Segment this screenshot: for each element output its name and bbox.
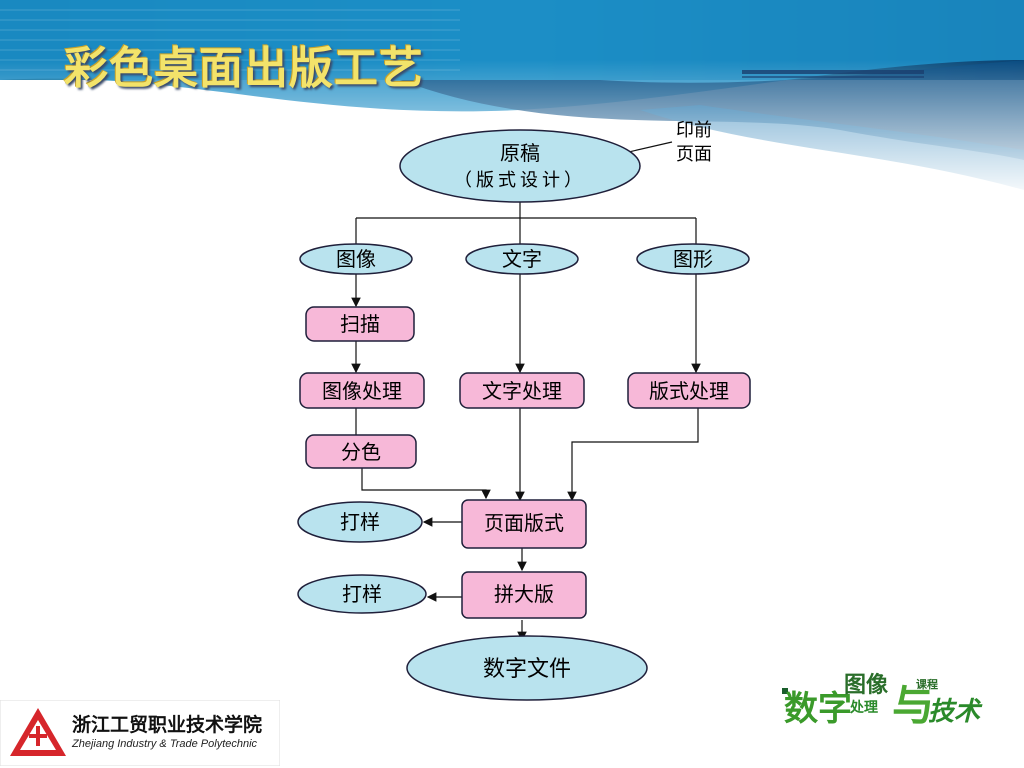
header-banner [0,0,1024,200]
node-layout-proc-label: 版式处理 [649,379,729,403]
node-graphic-label: 图形 [673,247,713,271]
school-emblem-icon [10,708,66,756]
node-layout-proc: 版式处理 [627,372,751,409]
node-text: 文字 [465,243,579,275]
arrow-layoutproc-page [567,408,699,502]
school-logo-block [0,700,280,766]
node-image-label: 图像 [336,247,376,271]
node-proof-1-label: 打样 [340,510,380,534]
node-scan-label: 扫描 [340,312,380,336]
annotation-line1: 印前 [676,120,712,141]
node-color-sep-label: 分色 [341,440,381,464]
course-brand-logo: 数字 图像 处理 与 课程 技术 [782,672,983,728]
node-digital-file-label: 数字文件 [483,657,571,682]
brand-word-e: 技术 [928,697,983,727]
node-text-proc-label: 文字处理 [482,379,562,403]
node-image-proc: 图像处理 [299,372,425,409]
node-proof-2: 打样 [297,574,427,614]
node-page-layout: 页面版式 [461,499,587,549]
node-digital-file: 数字文件 [406,635,648,701]
brand-word-f: 课程 [916,677,938,691]
node-imposition-label: 拼大版 [494,582,554,606]
brand-word-d: 与 [892,681,934,728]
annotation-line2: 页面 [676,144,712,165]
connectors [351,141,701,642]
node-image: 图像 [299,243,413,275]
brand-word-b: 图像 [844,672,889,698]
node-scan: 扫描 [305,306,415,342]
node-imposition: 拼大版 [461,571,587,619]
school-name-en: Zhejiang Industry & Trade Polytechnic [72,738,258,750]
brand-word-c: 处理 [849,699,878,716]
node-color-sep: 分色 [305,434,417,469]
brand-word-a: 数字 [784,689,852,728]
node-text-proc: 文字处理 [459,372,585,409]
arrow-colorsep-page [361,468,491,500]
node-source-line2: （版式设计） [454,170,586,191]
school-name-cn: 浙江工贸职业技术学院 [72,714,263,736]
node-proof-1: 打样 [297,501,423,543]
node-text-label: 文字 [502,247,542,271]
node-source: 原稿 （版式设计） [399,129,641,203]
node-source-line1: 原稿 [500,141,540,165]
node-proof-2-label: 打样 [342,582,382,606]
node-image-proc-label: 图像处理 [322,379,402,403]
node-page-layout-label: 页面版式 [484,511,564,535]
slide-title: 彩色桌面出版工艺 [64,43,424,94]
node-graphic: 图形 [636,243,750,275]
